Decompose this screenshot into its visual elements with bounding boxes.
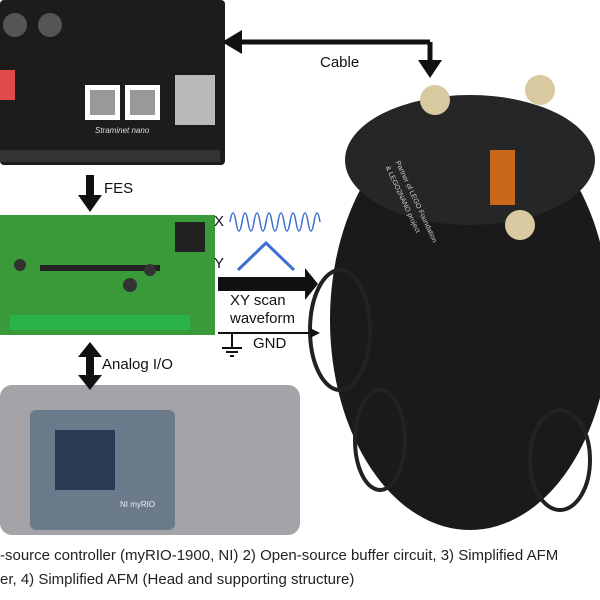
gnd-arrow	[218, 328, 320, 357]
y-triangle-waveform	[236, 240, 296, 272]
myrio-device-photo	[0, 385, 300, 535]
caption-line-1: -source controller (myRIO-1900, NI) 2) O…	[0, 547, 559, 564]
xy-scan-label: XY scan	[230, 292, 286, 309]
xy-scan-arrow	[218, 268, 318, 300]
caption-line-2: er, 4) Simplified AFM (Head and supporti…	[0, 571, 355, 588]
controller-board-photo	[0, 0, 225, 165]
cable-arrow	[222, 30, 442, 78]
gnd-label: GND	[253, 335, 287, 352]
controller-brand-text: Straminet nano	[95, 126, 150, 135]
x-sine-waveform	[229, 212, 321, 232]
fes-label: FES	[104, 180, 134, 197]
fes-arrow	[78, 175, 102, 212]
buffer-circuit-photo	[0, 215, 215, 335]
device-label-text: NI myRIO	[120, 500, 156, 509]
afm-head-photo	[308, 75, 600, 530]
analog-io-label: Analog I/O	[102, 356, 173, 373]
cable-label: Cable	[320, 54, 360, 71]
waveform-label: waveform	[230, 310, 296, 327]
x-label: X	[214, 213, 225, 230]
y-label: Y	[214, 255, 225, 272]
analog-io-arrow	[78, 342, 102, 390]
